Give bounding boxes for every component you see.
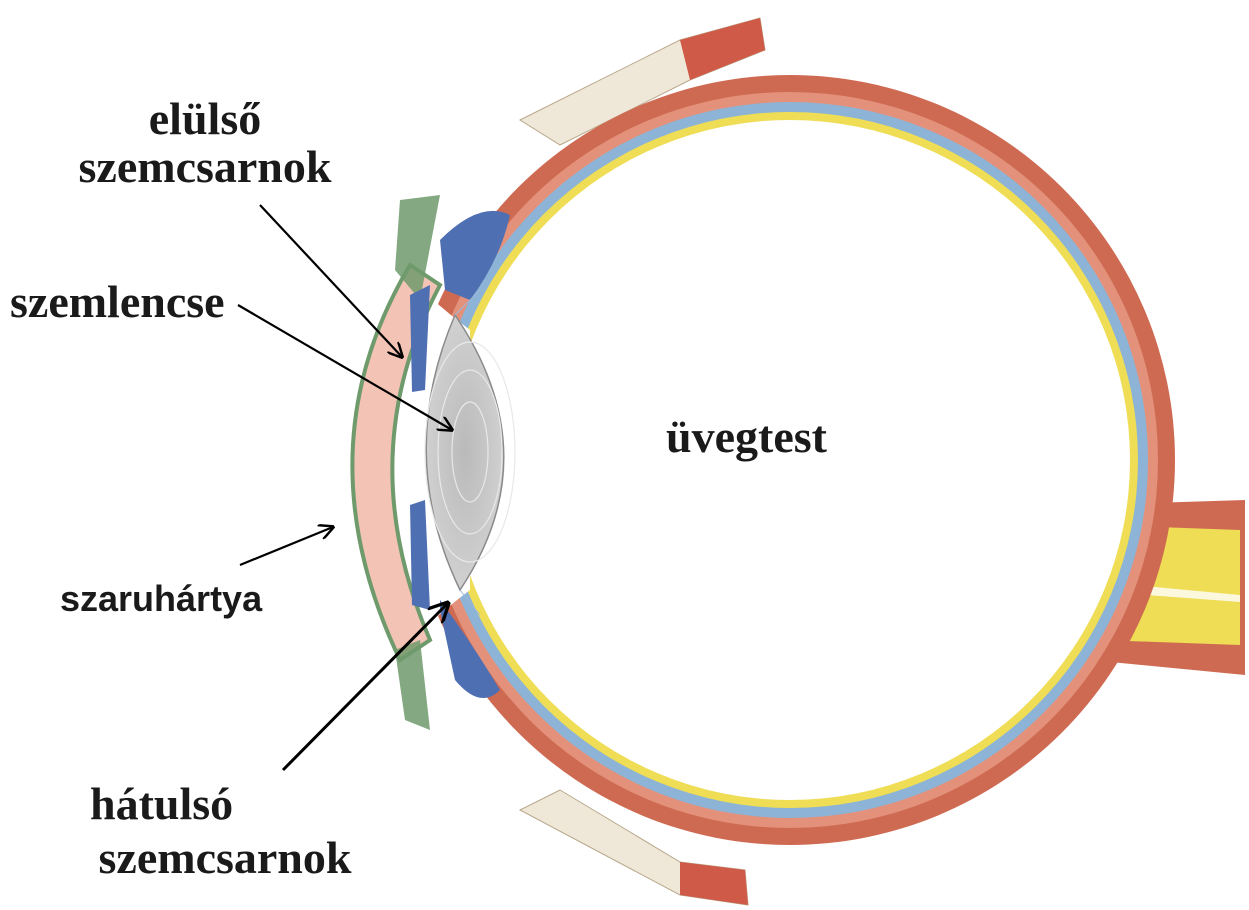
label-anterior-chamber-line2: szemcsarnok [60,143,350,191]
label-cornea: szaruhártya [60,580,262,618]
label-anterior-chamber: elülső szemcsarnok [60,95,350,192]
label-vitreous: üvegtest [666,413,827,461]
label-posterior-chamber-line2: szemcsarnok [75,834,375,882]
label-posterior-chamber-line1: hátulsó [75,780,375,828]
arrow-cornea [240,527,333,565]
label-anterior-chamber-line1: elülső [60,95,350,143]
label-lens: szemlencse [10,278,225,326]
label-posterior-chamber: hátulsó szemcsarnok [75,780,375,883]
